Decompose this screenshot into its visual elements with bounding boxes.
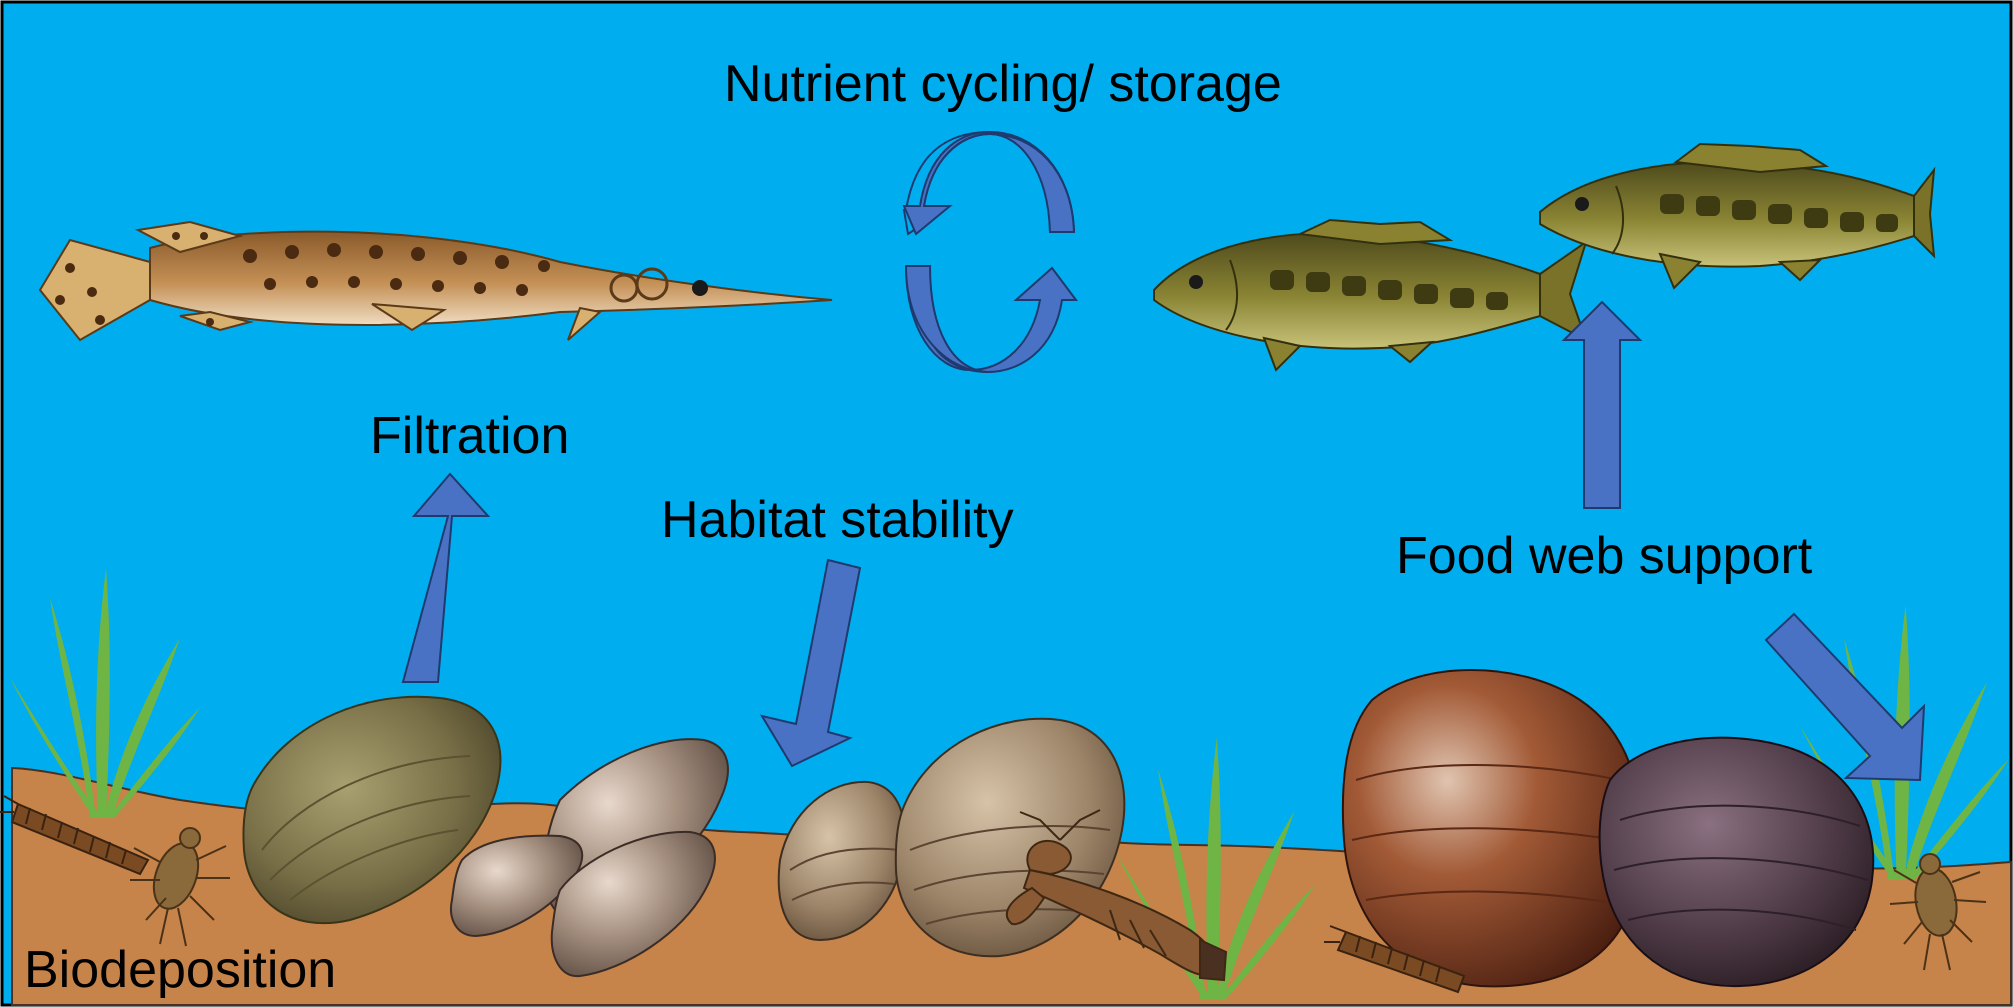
- habitat-stability-label: Habitat stability: [661, 494, 1014, 546]
- food-web-support-label: Food web support: [1396, 530, 1812, 582]
- mussel-red: [1343, 670, 1642, 986]
- filtration-label: Filtration: [370, 410, 569, 462]
- mussel-dark: [1600, 738, 1874, 986]
- biodeposition-label: Biodeposition: [24, 944, 336, 996]
- nutrient-cycling-label: Nutrient cycling/ storage: [724, 58, 1282, 110]
